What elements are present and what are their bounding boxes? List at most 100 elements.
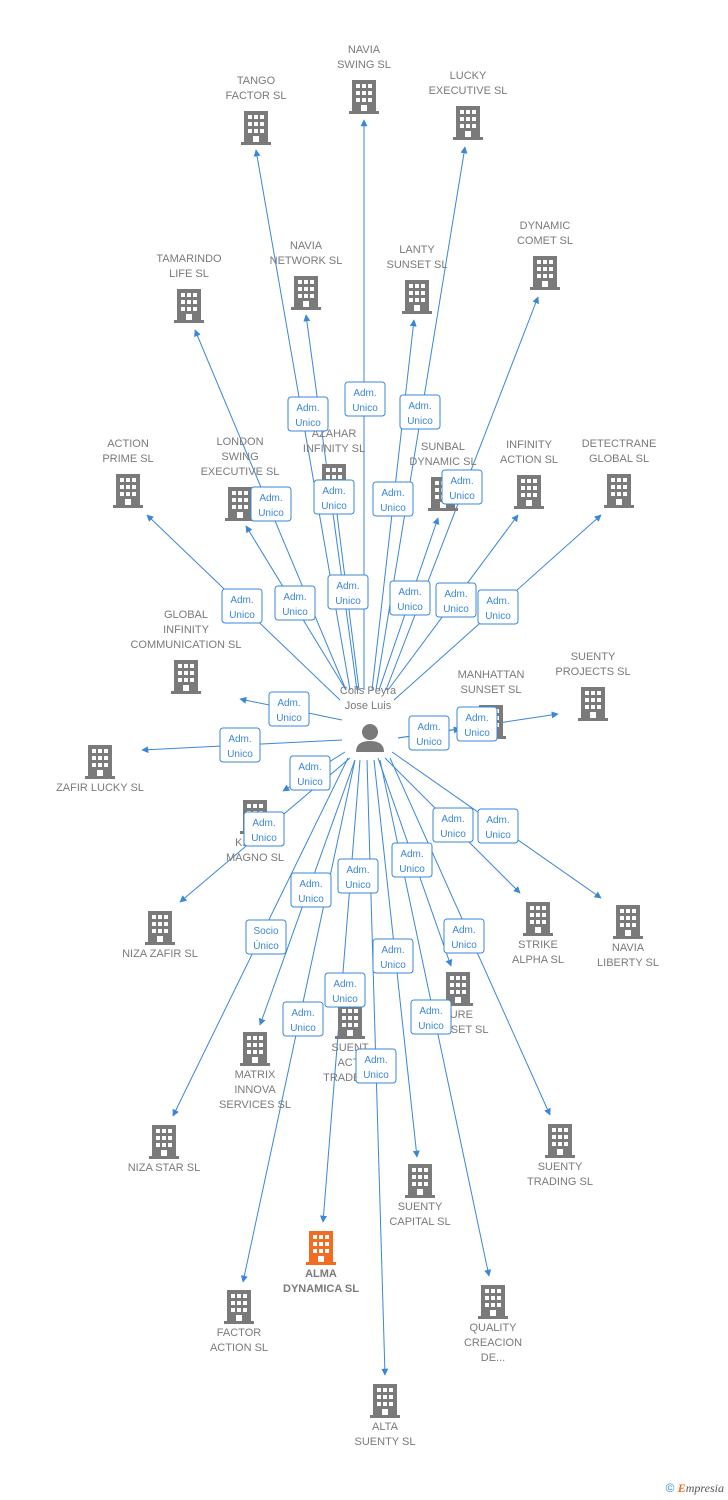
company-name-line: SUNSET SL <box>387 259 448 271</box>
role-label-tamarindo[interactable]: Adm.Unico <box>250 486 292 522</box>
building-icon <box>113 474 143 508</box>
role-label-suenty_action-2[interactable]: Adm.Unico <box>243 811 285 847</box>
building-icon <box>241 111 271 145</box>
role-label-box <box>355 1048 397 1084</box>
role-label-line: Unico <box>399 864 425 875</box>
role-label-line: Unico <box>464 728 490 739</box>
role-label-suenty_capital[interactable]: Adm.Unico <box>372 938 414 974</box>
role-label-line: Unico <box>298 894 324 905</box>
company-name-line: GLOBAL SL <box>589 453 649 465</box>
company-name-line: TRADING SL <box>527 1176 593 1188</box>
role-label-box <box>372 481 414 517</box>
company-name-line: LANTY <box>399 244 435 256</box>
center-person[interactable]: Colls Peyra Jose Luis <box>340 685 397 752</box>
role-label-suenty_action[interactable]: Adm.Unico <box>289 755 331 791</box>
company-name-line: NETWORK SL <box>270 255 343 267</box>
role-label-box <box>477 589 519 625</box>
role-label-line: Adm. <box>486 596 509 607</box>
role-label-tango[interactable]: Adm.Unico <box>287 396 329 432</box>
company-name-line: LONDON <box>216 436 263 448</box>
company-name-line: COMET SL <box>517 235 573 247</box>
role-label-alma-2[interactable]: Adm.Unico <box>324 972 366 1008</box>
role-label-dynamic_comet[interactable]: Adm.Unico <box>441 469 483 505</box>
role-label-line: Adm. <box>230 595 253 606</box>
role-label-quality[interactable]: Adm.Unico <box>410 999 452 1035</box>
role-label-navia_swing[interactable]: Adm.Unico <box>344 381 386 417</box>
role-label-suenty_trading[interactable]: Adm.Unico <box>443 918 485 954</box>
building-icon <box>478 1285 508 1319</box>
role-label-sunbal[interactable]: Adm.Unico <box>389 580 431 616</box>
role-label-matrix[interactable]: Adm.Unico <box>290 872 332 908</box>
role-label-line: Unico <box>335 596 361 607</box>
company-name-line: NIZA ZAFIR SL <box>122 948 198 960</box>
role-label-alta[interactable]: Adm.Unico <box>355 1048 397 1084</box>
role-label-manhattan[interactable]: Adm.Unico <box>408 715 450 751</box>
role-label-zafir[interactable]: Adm.Unico <box>219 727 261 763</box>
building-icon <box>453 106 483 140</box>
company-node-navia_network[interactable]: NAVIA NETWORK SL <box>270 240 343 310</box>
company-node-niza_zafir[interactable]: NIZA ZAFIR SL <box>122 911 198 960</box>
company-name-line: SUENTY <box>398 1201 443 1213</box>
role-label-line: Adm. <box>486 815 509 826</box>
role-label-factor_action[interactable]: Adm.Unico <box>282 1001 324 1037</box>
role-label-action_prime[interactable]: Adm.Unico <box>221 588 263 624</box>
role-label-line: Unico <box>407 416 433 427</box>
role-label-strike[interactable]: Adm.Unico <box>432 807 474 843</box>
role-label-london[interactable]: Adm.Unico <box>274 585 316 621</box>
company-node-quality[interactable]: QUALITYCREACIONDE... <box>464 1285 522 1364</box>
building-icon <box>306 1231 336 1265</box>
role-label-line: Unico <box>251 833 277 844</box>
role-label-box <box>219 727 261 763</box>
role-label-infinity_action[interactable]: Adm.Unico <box>435 582 477 618</box>
company-name-line: MAGNO SL <box>226 852 284 864</box>
role-label-future[interactable]: Adm.Unico <box>391 842 433 878</box>
role-label-box <box>289 755 331 791</box>
role-label-box <box>432 807 474 843</box>
role-label-box <box>268 691 310 727</box>
role-label-lanty[interactable]: Adm.Unico <box>372 481 414 517</box>
role-label-lucky[interactable]: Adm. Unico <box>399 394 441 430</box>
role-label-kentia[interactable]: Adm.Unico <box>268 691 310 727</box>
role-label-box <box>443 918 485 954</box>
building-icon <box>523 902 553 936</box>
brand-logo[interactable]: Empresia <box>678 1481 724 1495</box>
company-node-niza_star[interactable]: NIZA STAR SL <box>128 1125 201 1174</box>
company-node-lanty[interactable]: LANTY SUNSET SL <box>387 244 448 314</box>
role-label-azahar[interactable]: Adm.Unico <box>327 574 369 610</box>
building-icon <box>224 1290 254 1324</box>
role-label-alma[interactable]: Adm.Unico <box>337 858 379 894</box>
company-name-line: LIFE SL <box>169 268 209 280</box>
role-label-navia_liberty[interactable]: Adm.Unico <box>477 808 519 844</box>
role-label-line: Adm. <box>408 401 431 412</box>
company-name-line: NAVIA <box>290 240 323 252</box>
role-label-line: Unico <box>451 940 477 951</box>
role-label-navia_network[interactable]: Adm.Unico <box>313 479 355 515</box>
company-node-zafir[interactable]: ZAFIR LUCKY SL <box>56 745 144 794</box>
role-label-suenty_projects[interactable]: Adm.Unico <box>456 706 498 742</box>
role-label-line: Adm. <box>417 722 440 733</box>
role-label-detectrane[interactable]: Adm.Unico <box>477 589 519 625</box>
